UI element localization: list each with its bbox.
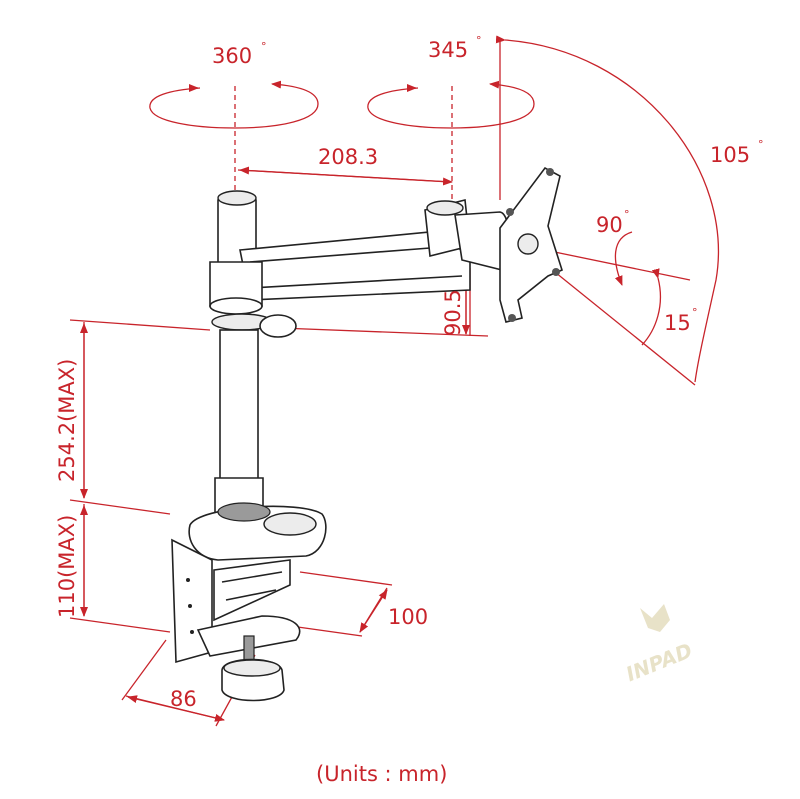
inpad-logo-text: INPAD bbox=[623, 638, 696, 686]
arm-rotation-label: 345 bbox=[428, 38, 468, 62]
head-height-label: 90.5 bbox=[441, 289, 465, 336]
dim-clamp-opening bbox=[69, 504, 171, 633]
arm-length-label: 208.3 bbox=[318, 145, 378, 169]
pole-rotation-arrows bbox=[149, 80, 319, 200]
dim-pole-height bbox=[69, 319, 211, 515]
arm-rotation-arrows bbox=[367, 80, 535, 200]
units-note: (Units : mm) bbox=[316, 762, 447, 786]
tilt-arc bbox=[495, 35, 720, 386]
tilt-total-label: 105 bbox=[710, 143, 750, 167]
dim-arm-length bbox=[237, 166, 453, 186]
dim-clamp-width bbox=[121, 639, 256, 727]
pole-height-label: 254.2(MAX) bbox=[55, 359, 79, 482]
pole-rotation-degree: ° bbox=[261, 40, 267, 53]
arm-rotation-degree: ° bbox=[476, 34, 482, 47]
inpad-logo: INPAD bbox=[623, 604, 696, 686]
clamp-depth-label: 100 bbox=[388, 605, 428, 629]
swivel-degree: ° bbox=[624, 208, 630, 221]
tilt-down-label: 15 bbox=[664, 311, 691, 335]
swivel-label: 90 bbox=[596, 213, 623, 237]
monitor-arm-illustration bbox=[171, 166, 563, 702]
pole-rotation-label: 360 bbox=[212, 44, 252, 68]
clamp-width-label: 86 bbox=[170, 687, 197, 711]
tilt-down-degree: ° bbox=[692, 306, 698, 319]
inpad-logo-mark bbox=[640, 604, 670, 632]
clamp-opening-label: 110(MAX) bbox=[55, 515, 79, 618]
tilt-total-degree: ° bbox=[758, 138, 764, 151]
